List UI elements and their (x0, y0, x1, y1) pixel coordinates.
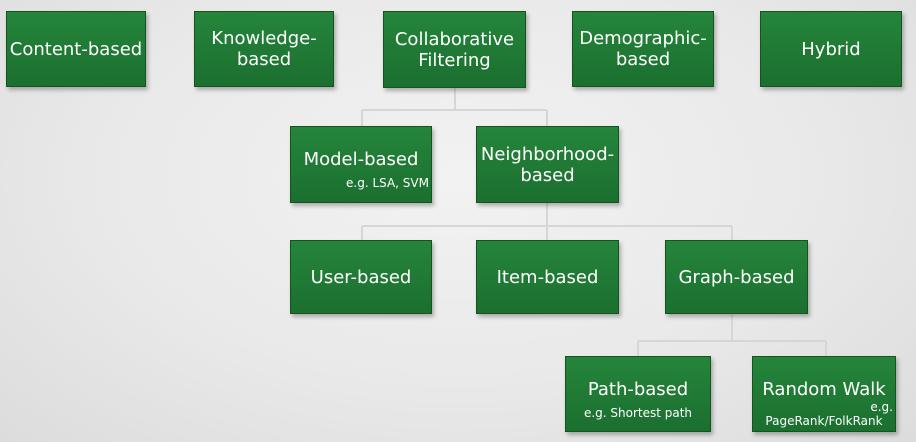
node-label: Random Walk (762, 379, 886, 400)
node-knowledge-based: Knowledge- based (194, 11, 334, 87)
node-example: e.g. Shortest path (583, 406, 693, 420)
node-neighborhood-based: Neighborhood- based (476, 126, 619, 203)
node-demographic-based: Demographic- based (572, 11, 714, 87)
node-graph-based: Graph-based (665, 240, 808, 314)
node-label-line1: Knowledge- (211, 28, 317, 49)
node-label: Path-based (587, 379, 689, 400)
node-label: Item-based (496, 266, 599, 288)
node-label-line2: based (520, 164, 575, 186)
node-label-line2: based (236, 49, 292, 70)
node-label: Graph-based (678, 266, 795, 288)
node-model-based: Model-based e.g. LSA, SVM (290, 126, 432, 203)
node-example: e.g. LSA, SVM (346, 176, 429, 190)
node-example-line2: PageRank/FolkRank (765, 414, 883, 428)
node-item-based: Item-based (476, 240, 619, 314)
node-label: User-based (310, 266, 412, 288)
node-collaborative-filtering: Collaborative Filtering (383, 11, 526, 88)
node-example-line1: e.g. (870, 400, 893, 414)
node-label: Model-based (303, 149, 419, 170)
node-label-line1: Collaborative (394, 28, 515, 50)
node-hybrid: Hybrid (760, 11, 902, 87)
node-path-based: Path-based e.g. Shortest path (565, 356, 711, 432)
node-user-based: User-based (290, 240, 432, 314)
node-label-line2: Filtering (418, 49, 491, 71)
node-label: Content-based (9, 38, 143, 60)
node-label: Hybrid (801, 38, 861, 60)
node-content-based: Content-based (6, 11, 146, 87)
node-label-line1: Demographic- (579, 28, 707, 49)
node-label-line2: based (615, 49, 671, 70)
node-label-line1: Neighborhood- (480, 143, 615, 165)
node-random-walk: Random Walk e.g. PageRank/FolkRank (752, 356, 896, 432)
